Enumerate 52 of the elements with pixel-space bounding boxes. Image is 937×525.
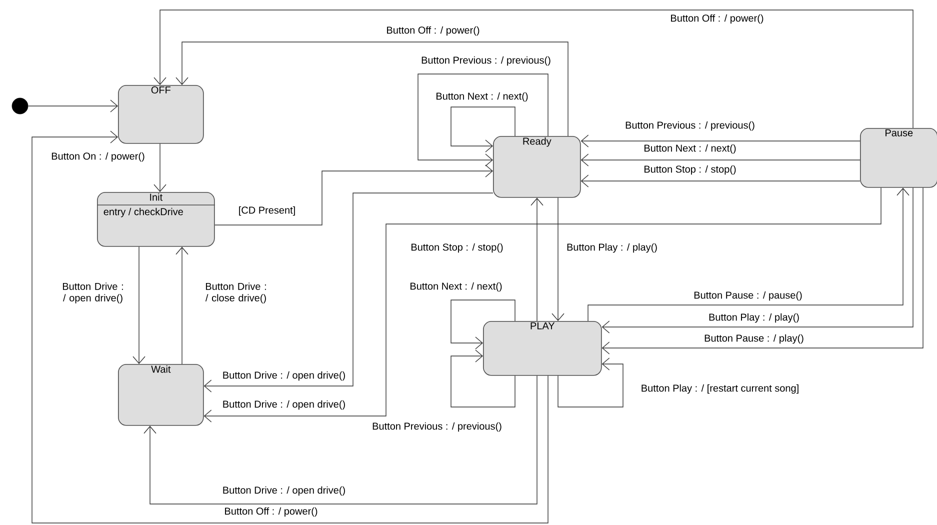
transition-arrow [558, 358, 624, 408]
edge-label: Button On : / power() [50, 151, 146, 163]
edge-label: Button Play : / [restart current song] [640, 383, 800, 395]
edge-label: Button Off : / power() [385, 25, 481, 37]
transition-arrow [418, 74, 548, 166]
transition-arrow [450, 106, 516, 152]
edge-label: Button Drive : / open drive() [221, 370, 347, 382]
edge-label: Button Drive : / open drive() [58, 282, 128, 304]
initial-state-dot [12, 98, 28, 114]
transition-arrow [154, 10, 914, 128]
composite-state-box: Init entry / checkDrive [96, 192, 216, 247]
edge-label: Button Stop : / stop() [642, 164, 738, 176]
transition-arrow [154, 143, 166, 192]
edge-label: Button Drive : / close drive() [199, 282, 273, 304]
state-box: PLAY [483, 321, 602, 376]
edge-label: Button Drive : / open drive() [221, 485, 347, 497]
edge-label: [CD Present] [237, 205, 297, 217]
edge-label: Button Play : / play() [708, 312, 800, 324]
transition-arrow [28, 100, 118, 112]
transition-arrow [176, 246, 188, 364]
edge-label: Button Previous : / previous() [420, 55, 552, 67]
state-box: OFF [118, 85, 204, 144]
transition-arrow [32, 130, 548, 524]
state-box: Wait [118, 364, 204, 426]
transition-arrow [450, 350, 516, 408]
transition-arrow [580, 154, 860, 166]
edge-label: Button Pause : / play() [703, 333, 805, 345]
transition-arrow [580, 134, 860, 148]
edge-label: Button Next : / next() [408, 281, 504, 293]
edge-label: Button Off : / power() [223, 506, 319, 518]
transition-arrow [204, 192, 494, 392]
state-box: Pause [860, 128, 937, 188]
transition-arrow [176, 42, 568, 136]
edge-label: Button Drive : / open drive() [221, 399, 347, 411]
transition-arrow [450, 300, 516, 350]
edge-label: Button Next : / next() [642, 143, 738, 155]
edge-label: Button Previous : / previous() [371, 421, 503, 433]
transition-arrow [530, 198, 544, 322]
edge-label: Button Previous : / previous() [624, 120, 756, 132]
edge-label: Button Next : / next() [434, 91, 530, 103]
transition-arrow [204, 187, 882, 422]
transition-arrow [132, 246, 146, 364]
transition-arrow [144, 375, 538, 504]
edge-label: Button Play : / play() [566, 242, 658, 254]
transition-arrow [214, 164, 493, 226]
edge-label: Button Off : / power() [669, 13, 765, 25]
transition-arrow [602, 187, 924, 354]
transition-arrow [580, 174, 860, 188]
transition-arrow [552, 197, 564, 321]
edge-label: Button Pause : / pause() [692, 290, 804, 302]
edge-label: Button Stop : / stop() [410, 242, 504, 254]
state-box: Ready [493, 136, 581, 198]
